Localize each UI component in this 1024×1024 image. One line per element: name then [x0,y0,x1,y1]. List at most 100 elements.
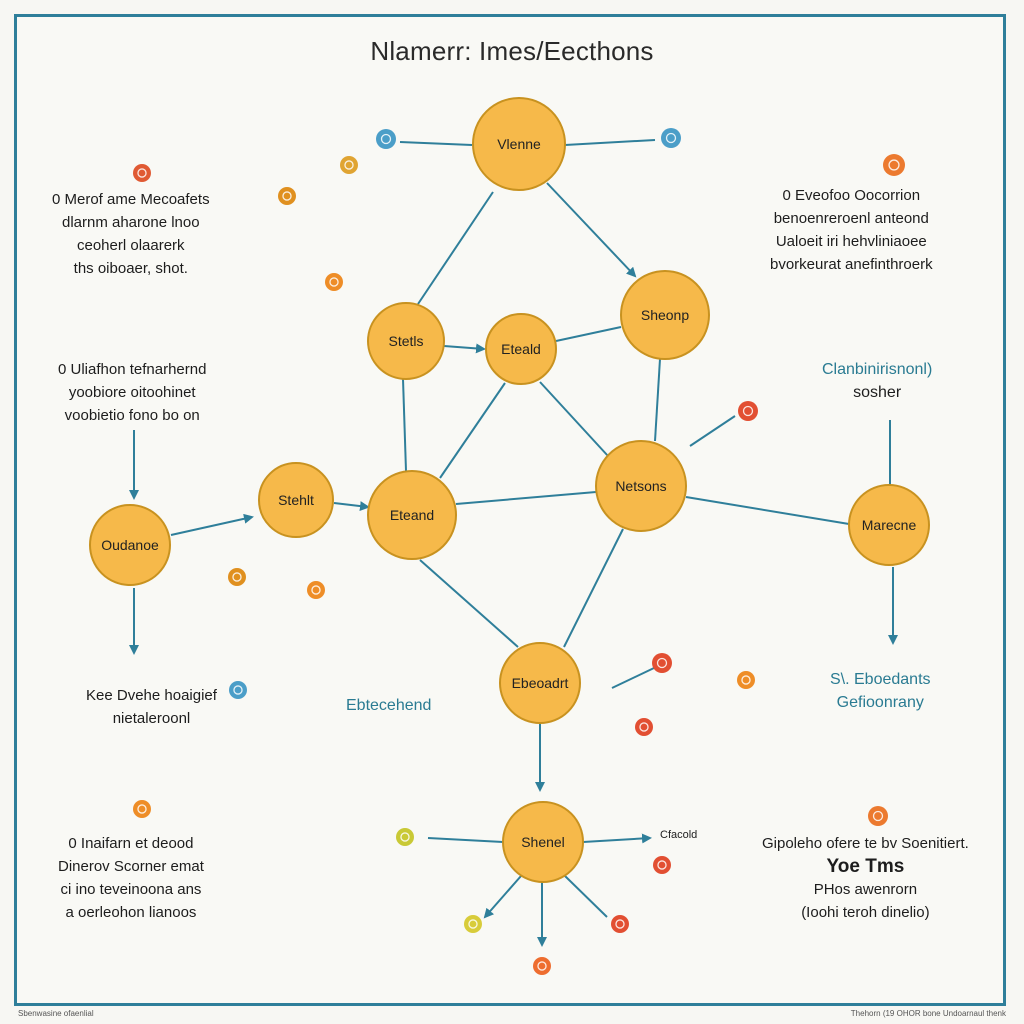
node-ebeoat: Ebeoadrt [499,642,581,724]
note-line: Dinerov Scorner emat [58,858,204,875]
node-stats: Stetls [367,302,445,380]
accent-dot [376,129,396,149]
accent-dot [228,568,246,586]
node-circle [595,440,687,532]
edge-0 [417,191,494,305]
edge-3 [564,139,656,146]
node-label: Oudanoe [101,537,159,553]
note-line: a oerleohon lianoos [65,904,197,921]
edges-layer [129,139,898,947]
accent-dot [611,915,629,933]
node-label: Ebeoadrt [512,675,569,691]
note-line: ths oiboaer, shot. [73,260,188,277]
note-mid-right: Clanbinirisnonl) sosher [822,358,932,404]
note-bottom-right: Gipoleho ofere te bv Soenitiert. Yoe Tms… [762,832,969,924]
node-label: Eteald [501,341,541,357]
accent-dot [661,128,681,148]
edge-1 [546,182,637,278]
note-line: voobietio fono bo on [64,407,200,424]
note-line: 0 Inaifarn et deood [68,835,194,852]
node-label: Vlenne [497,136,541,152]
dots-layer [133,128,905,975]
note-line: Kee Dvehe hoaigief [86,687,217,704]
accent-dot [133,164,151,182]
note-line: 0 Merof ame Mecoafets [52,191,210,208]
note-lower-left: Kee Dvehe hoaigief nietaleroonl [86,684,217,730]
accent-dot [229,681,247,699]
accent-dot [133,800,151,818]
edge-21 [689,415,736,447]
node-circle [472,97,566,191]
footer-right: Thehorn (19 OHOR bone Undoarnaul thenk [850,1009,1006,1018]
note-lower-right: S\. Eboedants Gefioonrany [830,668,931,714]
edge-25 [483,875,522,919]
node-eteald: Eteald [485,313,557,385]
node-circle [620,270,710,360]
accent-dot [340,156,358,174]
note-line: sosher [853,384,902,401]
node-marecne: Marecne [848,484,930,566]
side-label: Ebtecehend [346,697,432,714]
note-line: (Ioohi teroh dinelio) [801,904,930,921]
node-label: Netsons [615,478,666,494]
node-circle [485,313,557,385]
edge-23 [427,837,504,843]
accent-dot [737,671,755,689]
node-eteand: Eteand [367,470,457,560]
accent-dot [652,653,672,673]
accent-dot [738,401,758,421]
node-sheonp: Sheonp [620,270,710,360]
edge-11 [170,513,254,536]
edge-27 [564,875,608,918]
small-label: Cfacold [660,829,698,841]
node-stehlt: Stehlt [258,462,334,538]
accent-dot [883,154,905,176]
node-label: Stehlt [278,492,314,508]
node-circle [258,462,334,538]
edge-8 [539,381,609,457]
note-line: S\. Eboedants [830,671,931,688]
note-line: nietaleroonl [112,710,191,727]
note-line: ceoherl olaarerk [77,237,185,254]
node-circle [89,504,171,586]
node-label: Eteand [390,507,434,523]
node-label: Sheonp [641,307,689,323]
accent-dot [868,806,888,826]
node-label: Stetls [388,333,423,349]
note-line: 0 Eveofoo Oocorrion [782,187,921,204]
note-line: Clanbinirisnonl) [822,361,933,378]
node-top: Vlenne [472,97,566,191]
note-line: bvorkeurat anefinthroerk [770,256,933,273]
node-circle [367,302,445,380]
edge-9 [654,358,661,442]
accent-dot [635,718,653,736]
edge-14 [685,496,850,525]
edge-18 [419,559,519,648]
edge-5 [555,326,622,342]
diagram-title: Nlamerr: Imes/Eecthons [370,36,654,66]
note-line: benoenreroenl anteond [773,210,929,227]
edge-13 [455,491,597,505]
node-circle [499,642,581,724]
node-circle [502,801,584,883]
edge-22 [611,667,655,689]
note-line: ci ino teveinoona ans [60,881,202,898]
note-line: dlarnm aharone lnoo [61,214,200,231]
node-circle [367,470,457,560]
node-oudance: Oudanoe [89,504,171,586]
note-line: yoobiore oitoohinet [68,384,196,401]
footer-left: Sbenwasine ofaenlial [18,1009,94,1018]
node-circle [848,484,930,566]
node-label: Marecne [862,517,917,533]
accent-dot [307,581,325,599]
accent-dot [396,828,414,846]
note-mid-left: 0 Uliafhon tefnarhernd yoobiore oitoohin… [58,358,206,427]
accent-dot [653,856,671,874]
note-line: 0 Uliafhon tefnarhernd [58,361,207,378]
node-netsons: Netsons [595,440,687,532]
note-line: PHos awenrorn [813,881,918,898]
accent-dot [464,915,482,933]
edge-24 [582,833,652,844]
